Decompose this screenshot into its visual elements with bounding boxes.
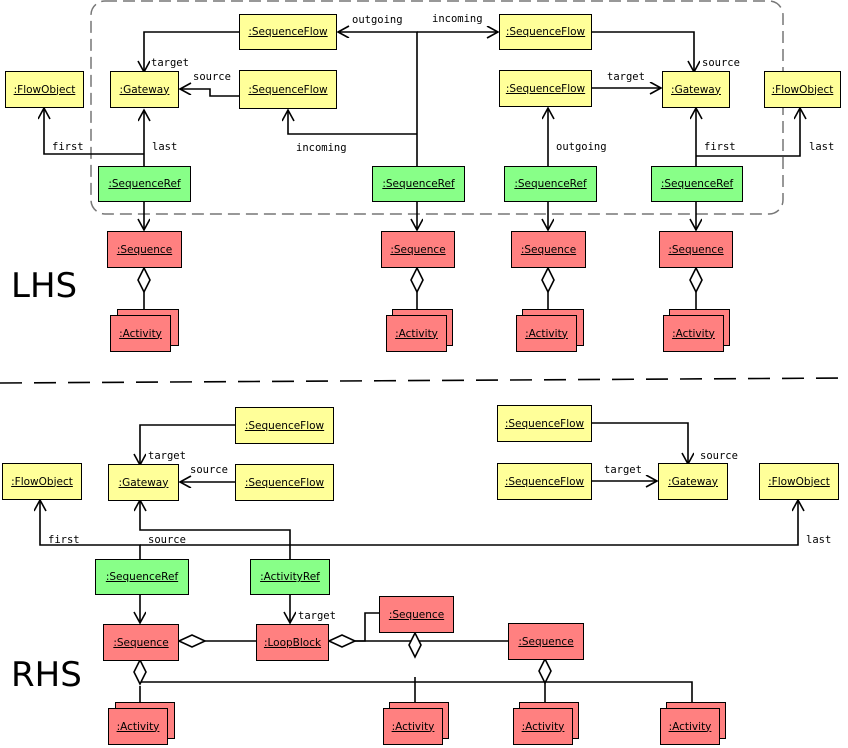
lhs-section-label: LHS — [11, 266, 78, 306]
lhs-sequenceref-4: :SequenceRef — [651, 166, 743, 202]
lhs-edge-first-left — [44, 108, 144, 155]
lhs-label-last-right: last — [809, 141, 835, 153]
lhs-label-first-left: first — [52, 141, 84, 153]
rhs-edge-first — [40, 500, 141, 560]
lhs-sequenceref-1: :SequenceRef — [98, 166, 191, 202]
rhs-sequence-upper: :Sequence — [379, 596, 454, 633]
lhs-label-first-right: first — [704, 141, 736, 153]
lhs-sequenceflow-top-right: :SequenceFlow — [499, 14, 592, 50]
lhs-sequence-2: :Sequence — [381, 231, 455, 268]
rhs-edge-source-bottom — [140, 500, 291, 560]
lhs-sequenceref-3: :SequenceRef — [504, 166, 597, 202]
lhs-edge-source-right — [592, 31, 694, 72]
rhs-flowobject-right: :FlowObject — [759, 463, 839, 500]
lhs-sequenceflow-mid-left: :SequenceFlow — [239, 70, 337, 109]
lhs-label-incoming-top: incoming — [432, 13, 483, 25]
lhs-sequence-3: :Sequence — [511, 231, 586, 268]
rhs-diamond-loop-right — [327, 634, 357, 648]
rhs-flowobject-left: :FlowObject — [2, 463, 82, 500]
lhs-label-outgoing-top: outgoing — [352, 14, 403, 26]
rhs-gateway-left: :Gateway — [108, 464, 179, 501]
lhs-gateway-right: :Gateway — [662, 71, 730, 108]
lhs-activity-1: :Activity — [110, 315, 171, 352]
lhs-sequenceflow-top-left: :SequenceFlow — [239, 14, 337, 50]
rhs-edge-last — [140, 500, 798, 546]
lhs-edge-source-left — [180, 89, 239, 97]
rhs-sequenceflow-top-left: :SequenceFlow — [235, 407, 334, 444]
rhs-sequenceflow-mid-left: :SequenceFlow — [235, 464, 334, 501]
lhs-sequenceflow-mid-right: :SequenceFlow — [499, 70, 592, 107]
rhs-comp-main-bus — [140, 681, 693, 702]
lhs-label-outgoing-mid: outgoing — [556, 141, 607, 153]
lhs-gateway-left: :Gateway — [110, 71, 179, 108]
rhs-sequence-main: :Sequence — [103, 624, 179, 661]
lhs-diamond-3 — [541, 266, 555, 294]
lhs-flowobject-left: :FlowObject — [5, 71, 84, 108]
section-divider — [0, 377, 848, 384]
rhs-sequenceref: :SequenceRef — [95, 559, 189, 595]
rhs-label-source-bottom: source — [148, 534, 186, 546]
rhs-label-source-left: source — [190, 464, 228, 476]
lhs-sequence-1: :Sequence — [107, 231, 182, 268]
rhs-diamond-main-act — [133, 658, 147, 686]
rhs-loopblock: :LoopBlock — [256, 624, 329, 661]
rhs-label-target-right: target — [604, 464, 642, 476]
lhs-flowobject-right: :FlowObject — [764, 71, 841, 108]
lhs-diamond-1 — [137, 266, 151, 294]
lhs-label-target-left: target — [151, 57, 189, 69]
lhs-activity-4: :Activity — [663, 315, 724, 352]
lhs-diamond-4 — [689, 266, 703, 294]
lhs-edge-last-right — [696, 108, 800, 157]
rhs-activity-4: :Activity — [660, 708, 720, 745]
rhs-section-label: RHS — [11, 655, 82, 695]
rhs-sequenceflow-top-right: :SequenceFlow — [497, 405, 592, 442]
rhs-diamond-right — [538, 657, 552, 685]
rhs-diamond-upper — [408, 631, 422, 659]
lhs-diamond-2 — [410, 266, 424, 294]
lhs-edge-incoming-mid — [288, 110, 417, 135]
rhs-activity-3: :Activity — [513, 708, 573, 745]
rhs-label-target-loop: target — [298, 610, 336, 622]
lhs-sequence-4: :Sequence — [659, 231, 733, 268]
rhs-activity-1: :Activity — [108, 708, 168, 745]
lhs-label-source-left: source — [193, 71, 231, 83]
rhs-label-source-right: source — [700, 450, 738, 462]
rhs-edge-source-right — [592, 422, 688, 464]
lhs-activity-3: :Activity — [516, 315, 577, 352]
lhs-label-target-right: target — [607, 71, 645, 83]
rhs-activity-2: :Activity — [383, 708, 443, 745]
lhs-edge-outgoing-top — [338, 32, 418, 166]
lhs-activity-2: :Activity — [386, 315, 447, 352]
lhs-edge-target-left — [144, 31, 239, 72]
lhs-label-last-left: last — [152, 141, 178, 153]
rhs-edge-target-left — [140, 424, 235, 465]
lhs-label-incoming-mid: incoming — [296, 142, 347, 154]
rhs-activityref: :ActivityRef — [250, 559, 330, 595]
rhs-sequenceflow-mid-right: :SequenceFlow — [497, 463, 592, 500]
rhs-label-first: first — [48, 534, 80, 546]
rhs-comp-loop-upper — [355, 612, 379, 642]
rhs-gateway-right: :Gateway — [658, 463, 728, 500]
lhs-label-source-right: source — [702, 57, 740, 69]
rhs-label-last: last — [806, 534, 832, 546]
rhs-label-target-left: target — [148, 450, 186, 462]
rhs-sequence-right: :Sequence — [508, 623, 584, 660]
rhs-diamond-main-loop — [177, 634, 207, 648]
lhs-sequenceref-2: :SequenceRef — [372, 166, 465, 202]
